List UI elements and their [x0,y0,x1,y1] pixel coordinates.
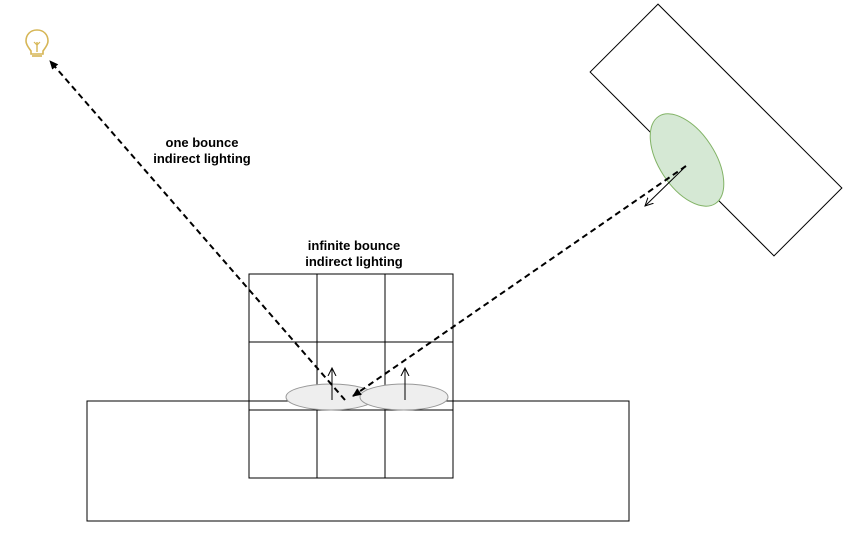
surfel-right [359,383,449,411]
lightbulb-icon [25,29,49,57]
probe-grid [248,273,454,479]
one-bounce-label-line1: one bounce [166,135,239,150]
reflector-normal-arrow [645,167,685,206]
infinite-bounce-label-line2: indirect lighting [305,254,403,269]
reflector-surface [589,3,843,257]
one-bounce-ray [49,60,346,401]
one-bounce-label-line2: indirect lighting [153,151,251,166]
floor-surface [86,400,630,522]
reflector-surfel [649,113,725,207]
infinite-bounce-ray [352,165,687,397]
infinite-bounce-label-line1: infinite bounce [308,238,400,253]
